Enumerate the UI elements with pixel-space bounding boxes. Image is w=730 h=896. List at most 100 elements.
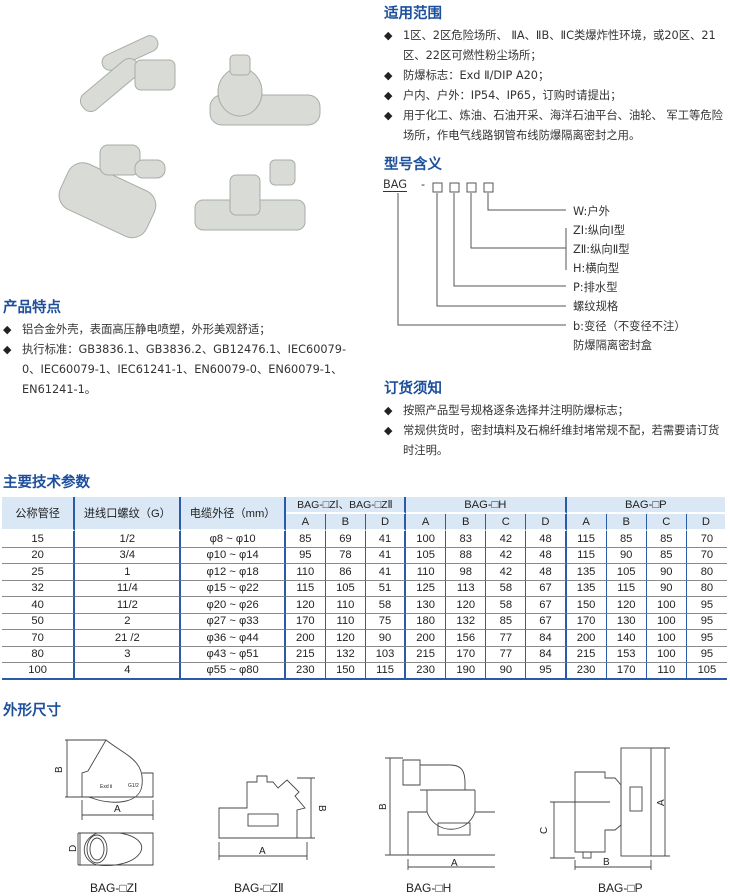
table-cell: 67 [526, 613, 567, 630]
table-cell: 84 [526, 646, 567, 663]
table-cell: φ15 ~ φ22 [181, 580, 286, 597]
scope-item: 防爆标志：Exd Ⅱ/DIP A20； [384, 66, 728, 86]
subheader: C [646, 514, 687, 531]
table-cell: 42 [486, 531, 527, 548]
table-cell: 85 [646, 547, 687, 564]
table-cell: 85 [606, 531, 647, 548]
diagram-caption-zii: BAG-□ZⅡ [234, 881, 284, 895]
table-cell: 170 [285, 613, 326, 630]
model-dash: - [421, 178, 426, 191]
scope-item: 户内、户外：IP54、IP65，订购时请提出； [384, 86, 728, 106]
table-cell: 103 [365, 646, 407, 663]
table-cell: 48 [526, 531, 567, 548]
table-cell: 230 [406, 663, 447, 680]
product-photos [58, 35, 321, 239]
scope-heading: 适用范围 [384, 6, 442, 22]
table-cell: 150 [325, 663, 366, 680]
table-cell: 67 [526, 580, 567, 597]
diagram-caption-p: BAG-□P [598, 881, 643, 895]
table-cell: 115 [285, 580, 326, 597]
table-cell: 84 [526, 630, 567, 647]
model-label-p: P:排水型 [573, 281, 618, 294]
table-cell: 95 [686, 647, 727, 663]
table-cell: 180 [406, 613, 447, 630]
table-cell: 21 /2 [75, 630, 182, 647]
table-cell: φ8 ~ φ10 [181, 531, 286, 548]
table-cell: 105 [606, 564, 647, 581]
features-list: 铝合金外壳，表面高压静电喷塑，外形美观舒适； 执行标准：GB3836.1、GB3… [3, 320, 363, 400]
specs-table: 公称管径 进线口螺纹（G） 电缆外径（mm） BAG-□ZⅠ、BAG-□ZⅡ B… [2, 497, 727, 680]
subheader: A [566, 514, 607, 531]
table-cell: 170 [606, 663, 647, 680]
table-cell: 200 [566, 630, 607, 647]
subheader: B [446, 514, 487, 531]
table-cell: 41 [365, 547, 407, 564]
table-cell: 95 [526, 663, 567, 680]
table-cell: 215 [406, 646, 447, 663]
table-cell: 100 [646, 646, 687, 663]
table-cell: 215 [285, 646, 326, 663]
table-cell: 90 [646, 580, 687, 597]
dim-label-b: B [603, 857, 610, 868]
table-cell: 86 [325, 564, 366, 581]
table-cell: 1/2 [75, 531, 182, 548]
table-cell: 83 [446, 531, 487, 548]
table-cell: 77 [486, 646, 527, 663]
table-cell: 150 [566, 597, 607, 614]
ordering-heading: 订货须知 [384, 381, 442, 397]
header-thread: 进线口螺纹（G） [75, 497, 182, 531]
table-cell: 77 [486, 630, 527, 647]
model-label-w: W:户外 [573, 205, 610, 218]
table-cell: 42 [486, 564, 527, 581]
table-cell: 4 [75, 663, 182, 680]
subheader: D [686, 514, 727, 531]
table-cell: 156 [446, 630, 487, 647]
product-photo-zii [79, 35, 176, 112]
feature-item: 铝合金外壳，表面高压静电喷塑，外形美观舒适； [3, 320, 363, 340]
table-cell: 85 [646, 531, 687, 548]
table-cell: φ10 ~ φ14 [181, 547, 286, 564]
table-subheader-row: A B D A B C D A B C D [2, 514, 727, 531]
dim-label-thread: G1/2 [128, 783, 139, 789]
table-cell: 115 [566, 531, 607, 548]
table-cell: 1 [75, 564, 182, 581]
table-cell: 132 [325, 646, 366, 663]
header-group-p: BAG-□P [566, 497, 727, 514]
table-cell: 78 [325, 547, 366, 564]
table-cell: 48 [526, 547, 567, 564]
subheader: D [526, 514, 567, 531]
scope-list: 1区、2区危险场所、 ⅡA、ⅡB、ⅡC类爆炸性环境，或20区、21区、22区可燃… [384, 26, 728, 146]
table-cell: 67 [526, 597, 567, 614]
table-cell: 42 [486, 547, 527, 564]
table-cell: 50 [2, 613, 76, 630]
model-code-diagram: BAG - W:户外 ZⅠ:纵向Ⅰ型 ZⅡ:纵向Ⅱ型 H:横向型 P:排水型 螺… [383, 178, 728, 368]
table-cell: 2 [75, 613, 182, 630]
table-cell: φ12 ~ φ18 [181, 564, 286, 581]
table-cell: 200 [406, 630, 447, 647]
table-cell: 100 [646, 630, 687, 647]
table-cell: 200 [285, 630, 326, 647]
dim-label-a: A [259, 846, 266, 857]
product-photo-h [58, 144, 166, 239]
model-heading: 型号含义 [384, 157, 442, 173]
table-cell: 95 [686, 614, 727, 630]
table-cell: 95 [285, 547, 326, 564]
header-cable: 电缆外径（mm） [181, 497, 286, 531]
dimensions-heading: 外形尺寸 [3, 703, 61, 719]
table-cell: 3/4 [75, 547, 182, 564]
subheader: B [325, 514, 366, 531]
table-cell: 190 [446, 663, 487, 680]
header-group-z: BAG-□ZⅠ、BAG-□ZⅡ [285, 497, 407, 514]
table-cell: 120 [446, 597, 487, 614]
table-cell: φ36 ~ φ44 [181, 630, 286, 647]
table-cell: 41 [365, 531, 407, 548]
model-label-thread: 螺纹规格 [573, 300, 619, 313]
table-cell: 113 [446, 580, 487, 597]
table-cell: 135 [566, 580, 607, 597]
table-cell: 69 [325, 531, 366, 548]
table-cell: 11/2 [75, 597, 182, 614]
model-label-h: H:横向型 [573, 262, 620, 275]
